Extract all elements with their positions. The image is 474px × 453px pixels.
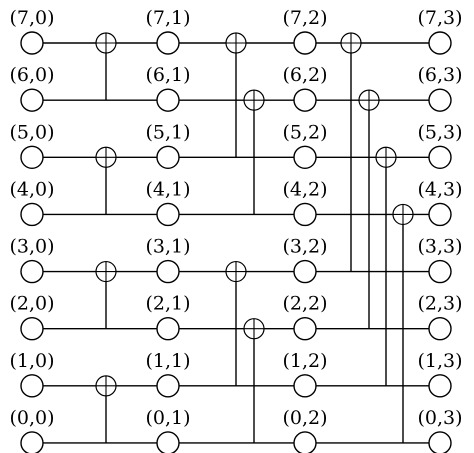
node-5-0 — [20, 145, 44, 169]
node-label: (0,3) — [417, 407, 462, 429]
node-label: (6,2) — [282, 64, 327, 86]
node-label: (1,0) — [9, 350, 54, 372]
xor-gate-icon — [95, 32, 117, 54]
node-label: (3,3) — [417, 236, 462, 258]
node-label: (1,2) — [282, 350, 327, 372]
node-4-3 — [428, 202, 452, 227]
node-label: (7,1) — [145, 7, 190, 29]
node-label: (7,3) — [417, 7, 462, 29]
node-label: (1,1) — [145, 350, 190, 372]
xor-gate-icon — [95, 146, 117, 168]
node-1-3 — [428, 374, 452, 398]
node-6-0 — [20, 88, 44, 112]
node-2-0 — [20, 317, 44, 341]
node-label: (3,1) — [145, 236, 190, 258]
node-7-0 — [20, 31, 44, 55]
node-1-1 — [156, 374, 180, 398]
node-3-1 — [156, 259, 180, 284]
node-label: (0,1) — [145, 407, 190, 429]
xor-gate-icon — [243, 89, 265, 111]
xor-gate-icon — [225, 260, 247, 283]
node-7-1 — [156, 31, 180, 55]
xor-connections — [105, 53, 404, 443]
xor-gate-icon — [243, 318, 265, 340]
node-label: (3,0) — [9, 236, 54, 258]
node-label: (0,0) — [9, 407, 54, 429]
node-label: (3,2) — [282, 236, 327, 258]
node-6-2 — [293, 88, 317, 112]
xor-gate-icon — [95, 375, 117, 397]
xor-gate-icon — [392, 203, 414, 226]
xor-gate-icon — [95, 260, 117, 283]
node-1-2 — [293, 374, 317, 398]
node-2-1 — [156, 317, 180, 341]
node-1-0 — [20, 374, 44, 398]
xor-gate-icon — [375, 146, 397, 168]
xor-gates — [95, 32, 414, 397]
node-label: (6,1) — [145, 64, 190, 86]
node-4-2 — [293, 202, 317, 227]
node-label: (4,2) — [282, 178, 327, 200]
node-label: (5,3) — [417, 121, 462, 143]
node-4-0 — [20, 202, 44, 227]
node-0-0 — [20, 431, 44, 453]
node-3-3 — [428, 259, 452, 284]
node-5-1 — [156, 145, 180, 169]
node-label: (6,3) — [417, 64, 462, 86]
node-5-2 — [293, 145, 317, 169]
node-5-3 — [428, 145, 452, 169]
node-0-2 — [293, 431, 317, 453]
node-label: (4,1) — [145, 178, 190, 200]
node-label: (7,0) — [9, 7, 54, 29]
nodes — [20, 31, 452, 453]
node-2-2 — [293, 317, 317, 341]
node-label: (4,0) — [9, 178, 54, 200]
node-7-3 — [428, 31, 452, 55]
node-label: (5,2) — [282, 121, 327, 143]
node-label: (2,1) — [145, 293, 190, 315]
node-label: (6,0) — [9, 64, 54, 86]
node-label: (5,0) — [9, 121, 54, 143]
node-label: (7,2) — [282, 7, 327, 29]
node-3-2 — [293, 259, 317, 284]
node-4-1 — [156, 202, 180, 227]
node-6-3 — [428, 88, 452, 112]
node-labels: (7,0) (7,1) (7,2) (7,3) (6,0) (6,1) (6,2) (6,3)… — [9, 7, 462, 429]
xor-gate-icon — [358, 89, 380, 111]
node-6-1 — [156, 88, 180, 112]
node-label: (5,1) — [145, 121, 190, 143]
node-0-3 — [428, 431, 452, 453]
node-7-2 — [293, 31, 317, 55]
node-label: (2,3) — [417, 293, 462, 315]
node-label: (2,0) — [9, 293, 54, 315]
node-label: (2,2) — [282, 293, 327, 315]
xor-gate-icon — [225, 32, 247, 54]
node-label: (1,3) — [417, 350, 462, 372]
node-0-1 — [156, 431, 180, 453]
node-2-3 — [428, 317, 452, 341]
node-label: (0,2) — [282, 407, 327, 429]
xor-gate-icon — [340, 32, 362, 54]
node-label: (4,3) — [417, 178, 462, 200]
node-3-0 — [20, 259, 44, 284]
